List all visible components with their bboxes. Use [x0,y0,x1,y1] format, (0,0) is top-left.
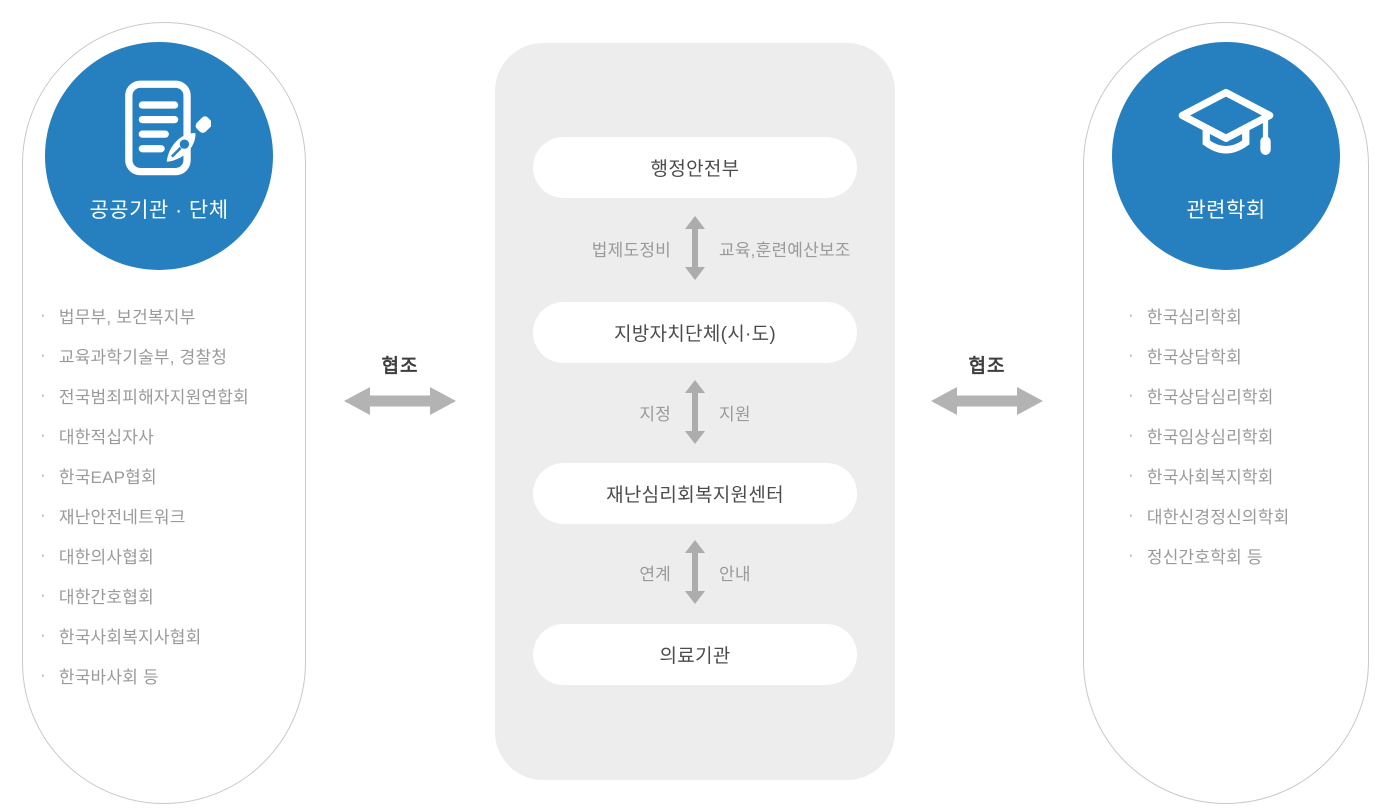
bullet-icon: · [40,625,46,644]
list-item-label: 한국EAP협회 [58,467,157,487]
flow-node-local-government: 지방자치단체(시·도) [533,302,857,363]
connector-right-label: 안내 [719,564,751,584]
list-item: · 대한신경정신의학회 [1128,495,1289,535]
list-item-label: 대한적십자사 [58,427,154,447]
bullet-icon: · [40,305,46,324]
bullet-icon: · [40,665,46,684]
bullet-icon: · [1128,545,1134,564]
list-item-label: 법무부, 보건복지부 [58,307,196,327]
right-society-list: · 한국심리학회 · 한국상담학회 · 한국상담심리학회 · 한국임상심리학회 · 한국사… [1128,295,1289,575]
public-orgs-circle: 공공기관 · 단체 [45,42,273,270]
list-item: · 정신간호학회 등 [1128,535,1289,575]
list-item: · 전국범죄피해자지원연합회 [40,375,249,415]
list-item-label: 대한간호협회 [58,587,154,607]
list-item-label: 한국상담심리학회 [1146,387,1274,407]
flow-connector: 지정 지원 [495,379,895,445]
related-societies-circle: 관련학회 [1112,42,1340,270]
coop-connector-right: 협조 [930,351,1044,416]
list-item: · 재난안전네트워크 [40,495,249,535]
list-item: · 대한간호협회 [40,575,249,615]
list-item-label: 교육과학기술부, 경찰청 [58,347,228,367]
flow-node-medical-institution: 의료기관 [533,624,857,685]
list-item: · 교육과학기술부, 경찰청 [40,335,249,375]
vertical-double-arrow-icon [685,540,705,604]
bullet-icon: · [40,505,46,524]
center-flow-panel: 행정안전부 법제도정비 교육,훈련예산보조 지방자치단체(시·도) 지정 지원 … [495,43,895,780]
flow-connector: 법제도정비 교육,훈련예산보조 [495,215,895,281]
connector-right-label: 지원 [719,404,751,424]
list-item: · 한국사회복지사협회 [40,615,249,655]
list-item-label: 대한신경정신의학회 [1146,507,1290,527]
list-item-label: 한국사회복지학회 [1146,467,1274,487]
bullet-icon: · [1128,385,1134,404]
bullet-icon: · [1128,425,1134,444]
flow-connector: 연계 안내 [495,539,895,605]
list-item-label: 재난안전네트워크 [58,507,186,527]
bullet-icon: · [1128,345,1134,364]
horizontal-double-arrow-icon [931,387,1043,415]
flow-node-ministry: 행정안전부 [533,137,857,198]
list-item: · 한국EAP협회 [40,455,249,495]
list-item: · 한국상담심리학회 [1128,375,1289,415]
bullet-icon: · [1128,505,1134,524]
list-item: · 한국바사회 등 [40,655,249,695]
connector-left-label: 지정 [639,404,671,424]
list-item: · 대한의사협회 [40,535,249,575]
coop-label: 협조 [381,356,419,377]
list-item: · 한국사회복지학회 [1128,455,1289,495]
bullet-icon: · [1128,305,1134,324]
list-item: · 한국상담학회 [1128,335,1289,375]
coop-label: 협조 [968,356,1006,377]
vertical-double-arrow-icon [685,216,705,280]
bullet-icon: · [40,585,46,604]
list-item: · 대한적십자사 [40,415,249,455]
bullet-icon: · [40,425,46,444]
list-item-label: 한국바사회 등 [58,667,159,687]
list-item-label: 대한의사협회 [58,547,154,567]
bullet-icon: · [40,345,46,364]
document-pen-icon [125,80,211,176]
list-item-label: 한국사회복지사협회 [58,627,202,647]
list-item-label: 한국상담학회 [1146,347,1242,367]
bullet-icon: · [40,385,46,404]
graduation-cap-icon [1178,88,1274,155]
list-item-label: 전국범죄피해자지원연합회 [58,387,249,407]
list-item-label: 정신간호학회 등 [1146,547,1263,567]
connector-left-label: 법제도정비 [591,240,671,260]
bullet-icon: · [1128,465,1134,484]
flow-node-recovery-center: 재난심리회복지원센터 [533,463,857,524]
right-panel-title: 관련학회 [1186,199,1266,222]
left-panel-title: 공공기관 · 단체 [89,199,229,222]
connector-left-label: 연계 [639,564,671,584]
bullet-icon: · [40,545,46,564]
left-org-list: ·법무부, 보건복지부 ·교육과학기술부, 경찰청 ·전국범죄피해자지원연합회 … [40,295,249,695]
list-item: · 한국심리학회 [1128,295,1289,335]
bullet-icon: · [40,465,46,484]
connector-right-label: 교육,훈련예산보조 [719,240,851,260]
horizontal-double-arrow-icon [344,387,456,415]
coop-connector-left: 협조 [343,351,457,416]
list-item: · 법무부, 보건복지부 [40,295,249,335]
list-item: · 한국임상심리학회 [1128,415,1289,455]
list-item-label: 한국임상심리학회 [1146,427,1274,447]
list-item-label: 한국심리학회 [1146,307,1242,327]
vertical-double-arrow-icon [685,380,705,444]
